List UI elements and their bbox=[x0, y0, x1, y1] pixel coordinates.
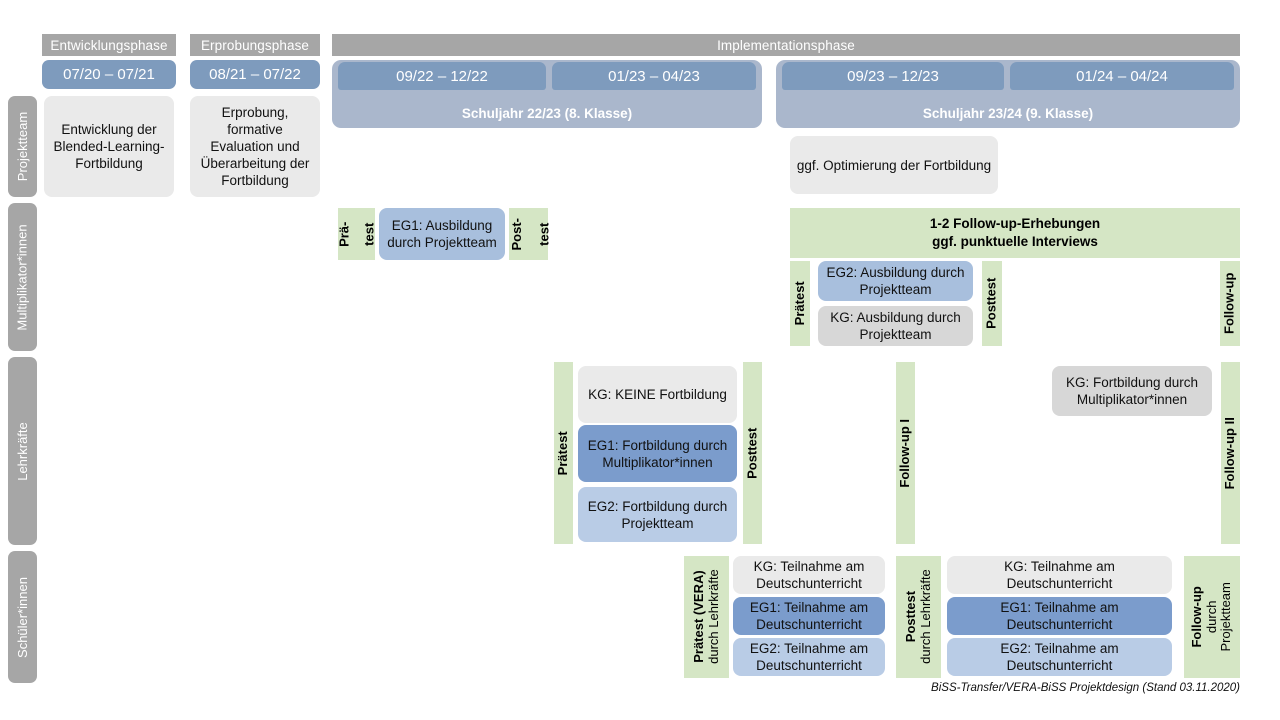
row-label-schuelerinnen: Schüler*innen bbox=[8, 551, 37, 683]
test-column-followup2-lehrkraefte: Follow-up II bbox=[1221, 362, 1240, 544]
period-label: 08/21 – 07/22 bbox=[209, 66, 301, 83]
box-eg1-teilnahme-deutschunterricht-pre: EG1: Teilnahme am Deutschunterricht bbox=[733, 597, 885, 635]
box-eg2-teilnahme-deutschunterricht-post: EG2: Teilnahme am Deutschunterricht bbox=[947, 638, 1172, 676]
phase-label: Erprobungsphase bbox=[200, 37, 310, 53]
footer-source-note: BiSS-Transfer/VERA-BiSS Projektdesign (S… bbox=[931, 682, 1240, 694]
period-label: 01/24 – 04/24 bbox=[1076, 67, 1168, 85]
phase-header-entwicklungsphase: Entwicklungsphase bbox=[42, 34, 176, 56]
test-column-followup-schueler: Follow-up durch Projektteam bbox=[1184, 556, 1240, 678]
box-kg-teilnahme-deutschunterricht-pre: KG: Teilnahme am Deutschunterricht bbox=[733, 556, 885, 594]
box-eg1-ausbildung-projektteam: EG1: Ausbildung durch Projektteam bbox=[379, 208, 505, 260]
box-optimierung-fortbildung: ggf. Optimierung der Fortbildung bbox=[790, 136, 998, 194]
box-kg-teilnahme-deutschunterricht-post: KG: Teilnahme am Deutschunterricht bbox=[947, 556, 1172, 594]
test-column-followup1-lehrkraefte: Follow-up I bbox=[896, 362, 915, 544]
test-column-posttest-multiplikator-2: Posttest bbox=[982, 261, 1002, 346]
box-eg2-teilnahme-deutschunterricht-pre: EG2: Teilnahme am Deutschunterricht bbox=[733, 638, 885, 676]
test-column-praetest-multiplikator: Prä- test bbox=[337, 208, 376, 260]
phase-header-erprobungsphase: Erprobungsphase bbox=[190, 34, 320, 56]
school-year-label: Schuljahr 22/23 (8. Klasse) bbox=[461, 106, 633, 121]
period-chip-0821-0722: 08/21 – 07/22 bbox=[190, 60, 320, 89]
period-chip-0922-1222: 09/22 – 12/22 bbox=[338, 62, 546, 90]
box-eg2-ausbildung-projektteam: EG2: Ausbildung durch Projektteam bbox=[818, 261, 973, 301]
box-eg1-fortbildung-multiplikatorinnen: EG1: Fortbildung durch Multiplikator*inn… bbox=[578, 425, 737, 482]
row-label-projektteam: Projektteam bbox=[8, 96, 37, 197]
period-chip-0720-0721: 07/20 – 07/21 bbox=[42, 60, 176, 89]
phase-label: Implementationsphase bbox=[717, 37, 855, 53]
row-label-multiplikatorinnen: Multiplikator*innen bbox=[8, 203, 37, 351]
period-label: 01/23 – 04/23 bbox=[608, 67, 700, 85]
period-label: 09/23 – 12/23 bbox=[847, 67, 939, 85]
banner-followup-erhebungen: 1-2 Follow-up-Erhebungen ggf. punktuelle… bbox=[790, 208, 1240, 258]
box-kg-keine-fortbildung: KG: KEINE Fortbildung bbox=[578, 366, 737, 423]
box-eg1-teilnahme-deutschunterricht-post: EG1: Teilnahme am Deutschunterricht bbox=[947, 597, 1172, 635]
test-column-posttest-schueler: Posttest durch Lehrkräfte bbox=[896, 556, 941, 678]
period-label: 09/22 – 12/22 bbox=[396, 67, 488, 85]
test-column-praetest-lehrkraefte: Prätest bbox=[554, 362, 573, 544]
phase-label: Entwicklungsphase bbox=[50, 37, 168, 53]
test-column-followup-multiplikator: Follow-up bbox=[1220, 261, 1240, 346]
test-column-praetest-vera-schueler: Prätest (VERA) durch Lehrkräfte bbox=[684, 556, 729, 678]
box-eg2-fortbildung-projektteam: EG2: Fortbildung durch Projektteam bbox=[578, 487, 737, 542]
test-column-posttest-lehrkraefte: Posttest bbox=[743, 362, 762, 544]
test-column-posttest-multiplikator: Post- test bbox=[509, 208, 551, 260]
period-chip-0923-1223: 09/23 – 12/23 bbox=[782, 62, 1004, 90]
period-chip-0124-0424: 01/24 – 04/24 bbox=[1010, 62, 1234, 90]
period-label: 07/20 – 07/21 bbox=[63, 66, 155, 83]
box-erprobung-evaluation: Erprobung, formative Evaluation und Über… bbox=[190, 96, 320, 197]
box-kg-fortbildung-multiplikatorinnen: KG: Fortbildung durch Multiplikator*inne… bbox=[1052, 366, 1212, 416]
school-year-label: Schuljahr 23/24 (9. Klasse) bbox=[922, 106, 1094, 121]
phase-header-implementationsphase: Implementationsphase bbox=[332, 34, 1240, 56]
period-chip-0123-0423: 01/23 – 04/23 bbox=[552, 62, 756, 90]
test-column-praetest-multiplikator-2: Prätest bbox=[790, 261, 810, 346]
box-entwicklung-fortbildung: Entwicklung der Blended-Learning-Fortbil… bbox=[44, 96, 174, 197]
box-kg-ausbildung-projektteam: KG: Ausbildung durch Projektteam bbox=[818, 306, 973, 346]
row-label-lehrkraefte: Lehrkräfte bbox=[8, 357, 37, 545]
